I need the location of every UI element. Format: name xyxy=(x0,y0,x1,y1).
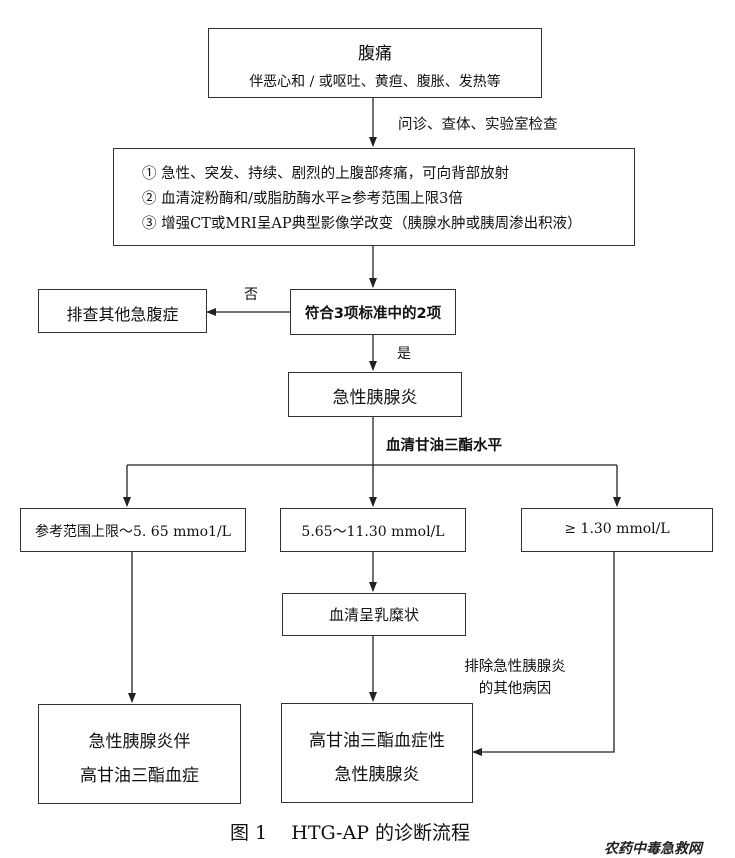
branch-right-box: ≥ 1.30 mmol/L xyxy=(521,508,713,552)
result-left-line1: 急性胰腺炎伴 xyxy=(88,732,191,752)
criterion-2: ② 血清淀粉酶和/或脂肪酶水平≥参考范围上限3倍 xyxy=(142,191,463,207)
exam-step-label: 问诊、查体、实验室检查 xyxy=(398,117,558,133)
symptom-title: 腹痛 xyxy=(358,44,392,64)
no-label: 否 xyxy=(244,287,258,303)
result-right-line1: 高甘油三酯血症性 xyxy=(309,731,445,751)
result-left-box: 急性胰腺炎伴 高甘油三酯血症 xyxy=(38,704,241,804)
exclude-causes-note-line2: 的其他病因 xyxy=(478,681,552,697)
arrow-right-to-result xyxy=(472,552,615,756)
branch-right-text: ≥ 1.30 mmol/L xyxy=(564,521,670,537)
branch-left-text: 参考范围上限～5. 65 mmo1/L xyxy=(35,524,231,540)
decision-text: 符合3项标准中的2项 xyxy=(304,306,442,322)
criterion-3: ③ 增强CT或MRI呈AP典型影像学改变（胰腺水肿或胰周渗出积液） xyxy=(142,216,582,232)
decision-box: 符合3项标准中的2项 xyxy=(290,289,456,335)
exclude-causes-note-line1: 排除急性胰腺炎 xyxy=(464,659,566,675)
criteria-box: ① 急性、突发、持续、剧烈的上腹部疼痛，可向背部放射 ② 血清淀粉酶和/或脂肪酶… xyxy=(113,148,635,246)
tg-level-label: 血清甘油三酯水平 xyxy=(386,438,502,454)
branch-middle-text: 5.65～11.30 mmol/L xyxy=(301,524,445,540)
exclude-other-box: 排查其他急腹症 xyxy=(38,289,207,333)
acute-pancreatitis-box: 急性胰腺炎 xyxy=(288,372,462,417)
result-right-line2: 急性胰腺炎 xyxy=(334,765,420,785)
symptom-box: 腹痛 伴恶心和 / 或呕吐、黄疸、腹胀、发热等 xyxy=(208,28,542,98)
branch-middle-box: 5.65～11.30 mmol/L xyxy=(280,508,466,552)
symptom-subtitle: 伴恶心和 / 或呕吐、黄疸、腹胀、发热等 xyxy=(249,74,501,90)
figure-caption: 图 1 HTG-AP 的诊断流程 xyxy=(230,822,471,844)
milky-serum-box: 血清呈乳糜状 xyxy=(282,593,466,636)
milky-serum-text: 血清呈乳糜状 xyxy=(328,606,419,624)
site-watermark: 农药中毒急救网 xyxy=(604,841,702,857)
yes-label: 是 xyxy=(397,346,411,362)
criterion-1: ① 急性、突发、持续、剧烈的上腹部疼痛，可向背部放射 xyxy=(142,166,510,182)
result-left-line2: 高甘油三酯血症 xyxy=(80,766,199,786)
branch-left-box: 参考范围上限～5. 65 mmo1/L xyxy=(20,508,246,552)
result-right-box: 高甘油三酯血症性 急性胰腺炎 xyxy=(281,703,473,803)
acute-pancreatitis-text: 急性胰腺炎 xyxy=(332,388,418,408)
exclude-other-text: 排查其他急腹症 xyxy=(66,305,179,324)
